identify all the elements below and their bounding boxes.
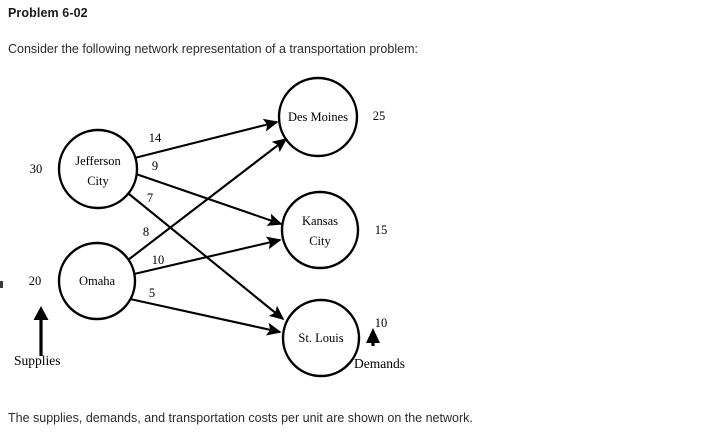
- node-label-line1: Des Moines: [288, 110, 348, 124]
- node-jefferson-city[interactable]: Jefferson City: [57, 128, 139, 210]
- node-circle: [57, 128, 139, 210]
- arc-cost-omaha-st-louis: 5: [149, 286, 155, 300]
- supplies-pointer-arrow-icon: [33, 306, 49, 356]
- arc-jefferson-city-to-des-moines: [134, 118, 279, 160]
- caption-paragraph: The supplies, demands, and transportatio…: [8, 411, 473, 425]
- arc-cost-jefferson-city-kansas-city: 9: [152, 159, 158, 173]
- node-label-line2: City: [309, 234, 331, 248]
- node-des-moines[interactable]: Des Moines: [277, 76, 359, 158]
- node-circle: [280, 190, 360, 270]
- node-label-line1: St. Louis: [298, 331, 343, 345]
- arc-cost-jefferson-city-des-moines: 14: [149, 131, 162, 145]
- node-circle: [281, 298, 361, 378]
- node-circle: [57, 241, 137, 321]
- supplies-label: Supplies: [14, 353, 61, 368]
- node-omaha[interactable]: Omaha: [57, 241, 137, 321]
- arc-cost-jefferson-city-st-louis: 7: [147, 191, 153, 205]
- arc-cost-omaha-kansas-city: 10: [152, 253, 165, 267]
- node-circle: [277, 76, 359, 158]
- left-edge-artifact: [0, 281, 3, 288]
- node-kansas-city[interactable]: Kansas City: [280, 190, 360, 270]
- demands-pointer-arrow-icon: [366, 328, 380, 346]
- arc-omaha-to-st-louis: [129, 297, 282, 336]
- node-label-line1: Kansas: [302, 214, 338, 228]
- node-label-line1: Omaha: [79, 274, 116, 288]
- node-st-louis[interactable]: St. Louis: [281, 298, 361, 378]
- demands-label: Demands: [354, 356, 405, 371]
- node-label-line1: Jefferson: [75, 154, 121, 168]
- demand-value-st-louis: 10: [375, 316, 388, 330]
- supply-value-omaha: 20: [29, 274, 42, 288]
- page-title: Problem 6-02: [8, 6, 88, 20]
- network-diagram: Jefferson City 30 Omaha 20 Des Moines 25…: [0, 66, 705, 401]
- arc-omaha-to-des-moines: [127, 137, 288, 261]
- supply-value-jefferson-city: 30: [30, 162, 43, 176]
- demand-value-des-moines: 25: [373, 109, 386, 123]
- node-label-line2: City: [87, 174, 109, 188]
- intro-paragraph: Consider the following network represent…: [8, 42, 418, 56]
- demand-value-kansas-city: 15: [375, 223, 388, 237]
- arc-cost-omaha-des-moines: 8: [143, 225, 149, 239]
- arc-omaha-to-kansas-city: [133, 236, 282, 276]
